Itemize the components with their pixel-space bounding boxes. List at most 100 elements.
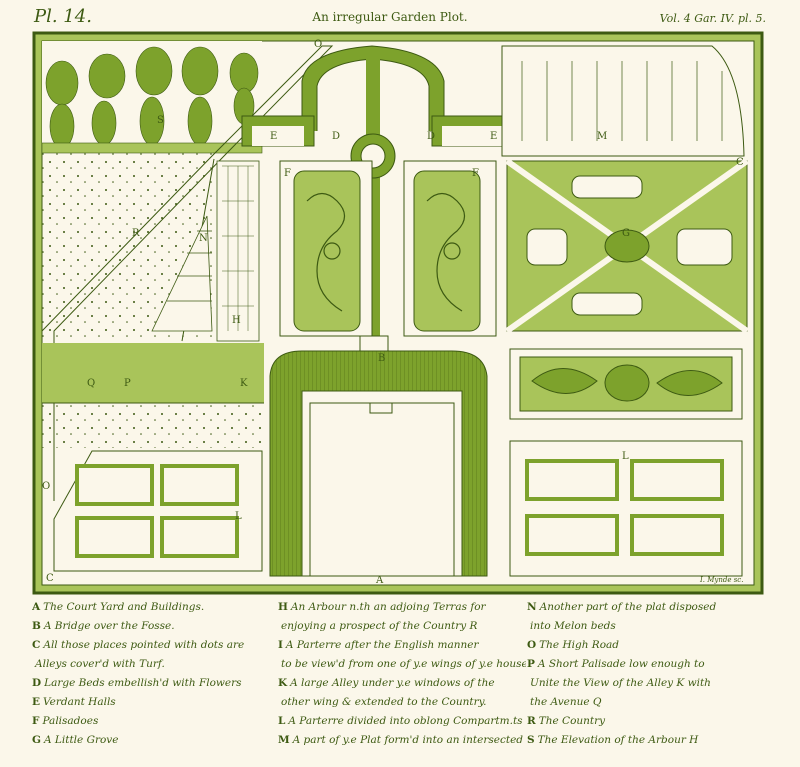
legend-key: H [278,601,288,613]
plan-label: L [622,451,629,462]
legend-text: The High Road [539,639,620,651]
grove-area [41,41,263,154]
intersected-quarter [501,45,745,157]
legend-text: the Avenue Q [530,696,602,708]
legend-text: The Court Yard and Buildings. [43,601,205,613]
plan-label: P [124,378,131,389]
plan-label: K [240,378,248,389]
legend-text: The Country [538,715,606,727]
plan-label: O [42,481,50,492]
plan-label: F [472,168,479,179]
plan-label: A [375,575,384,586]
plan-label: L [235,511,242,522]
legend-text: Unite the View of the Alley K with [530,677,711,689]
legend-key: B [32,620,41,632]
plate-number: Pl. 14. [34,6,92,27]
english-parterre [509,348,743,420]
plan-label: E [270,131,277,142]
legend-key: A [32,601,41,613]
plan-label: Q [87,378,95,389]
plan-label: R [132,228,140,239]
legend-text: Palisadoes [42,715,99,727]
legend-text: A Bridge over the Fosse. [43,620,175,632]
plan-label: H [232,315,241,326]
legend-row: Alleys cover'd with Turf. [32,655,277,674]
legend-text: A Parterre after the English manner [285,639,479,651]
plan-label: N [199,233,208,244]
plan-label: C [46,573,54,584]
legend-row: the Avenue Q [527,693,772,712]
plan-label: D [427,131,435,142]
legend-text: into Melon beds [530,620,616,632]
legend-key: E [32,696,41,708]
legend-text: enjoying a prospect of the Country R [281,620,478,632]
legend-text: A Parterre divided into oblong Compartm.… [288,715,523,727]
plan-letters: S E D D E M F F R N G H B Q P K A L L O … [42,39,744,586]
legend-key: M [278,734,290,746]
plan-label: B [378,353,385,364]
plate-title: An irregular Garden Plot. [312,10,468,24]
legend-text: Another part of the plat disposed [539,601,717,613]
plan-label: O [314,39,322,50]
plate-reference: Vol. 4 Gar. IV. pl. 5. [659,12,766,25]
engraver-signature: I. Mynde sc. [700,576,744,584]
plan-label: F [284,168,291,179]
plan-label: D [332,131,340,142]
legend-key: P [527,658,535,670]
legend-key: S [527,734,535,746]
court-yard [269,350,488,577]
legend-key: G [32,734,41,746]
embroidered-parterres [279,160,497,337]
legend-text: A Little Grove [43,734,119,746]
parterre-right [509,440,743,577]
legend-key: C [32,639,41,651]
legend-text: A Short Palisade low enough to [537,658,705,670]
legend-key: K [278,677,288,689]
legend-row: into Melon beds [527,617,772,636]
legend-key: R [527,715,536,727]
legend-text: A large Alley under y.e windows of the [290,677,495,689]
legend-key: F [32,715,40,727]
legend-key: O [527,639,537,651]
parterre-left [53,450,263,572]
legend-text: The Elevation of the Arbour H [537,734,699,746]
legend-row: enjoying a prospect of the Country R [278,617,526,636]
plan-label: E [490,131,497,142]
legend-text: A part of y.e Plat form'd into an inters… [292,734,526,746]
plan-label: G [622,228,630,239]
legend-text: other wing & extended to the Country. [281,696,487,708]
legend-key: N [527,601,537,613]
legend-key: L [278,715,286,727]
legend-row: to be view'd from one of y.e wings of y.… [278,655,526,674]
melon-beds [151,160,260,342]
garden-plan: S E D D E M F F R N G H B Q P K A L L O … [32,31,764,595]
legend-row: Unite the View of the Alley K with [527,674,772,693]
grove-parterre [505,158,749,334]
legend-text: All those places pointed with dots are [43,639,245,651]
legend-row: other wing & extended to the Country. [278,693,526,712]
alley-k [42,343,264,403]
plan-label: C [736,157,744,168]
legend-text: Large Beds embellish'd with Flowers [44,677,242,689]
legend-text: An Arbour n.th an adjoing Terras for [290,601,486,613]
plan-label: M [597,131,607,142]
legend-key: D [32,677,42,689]
